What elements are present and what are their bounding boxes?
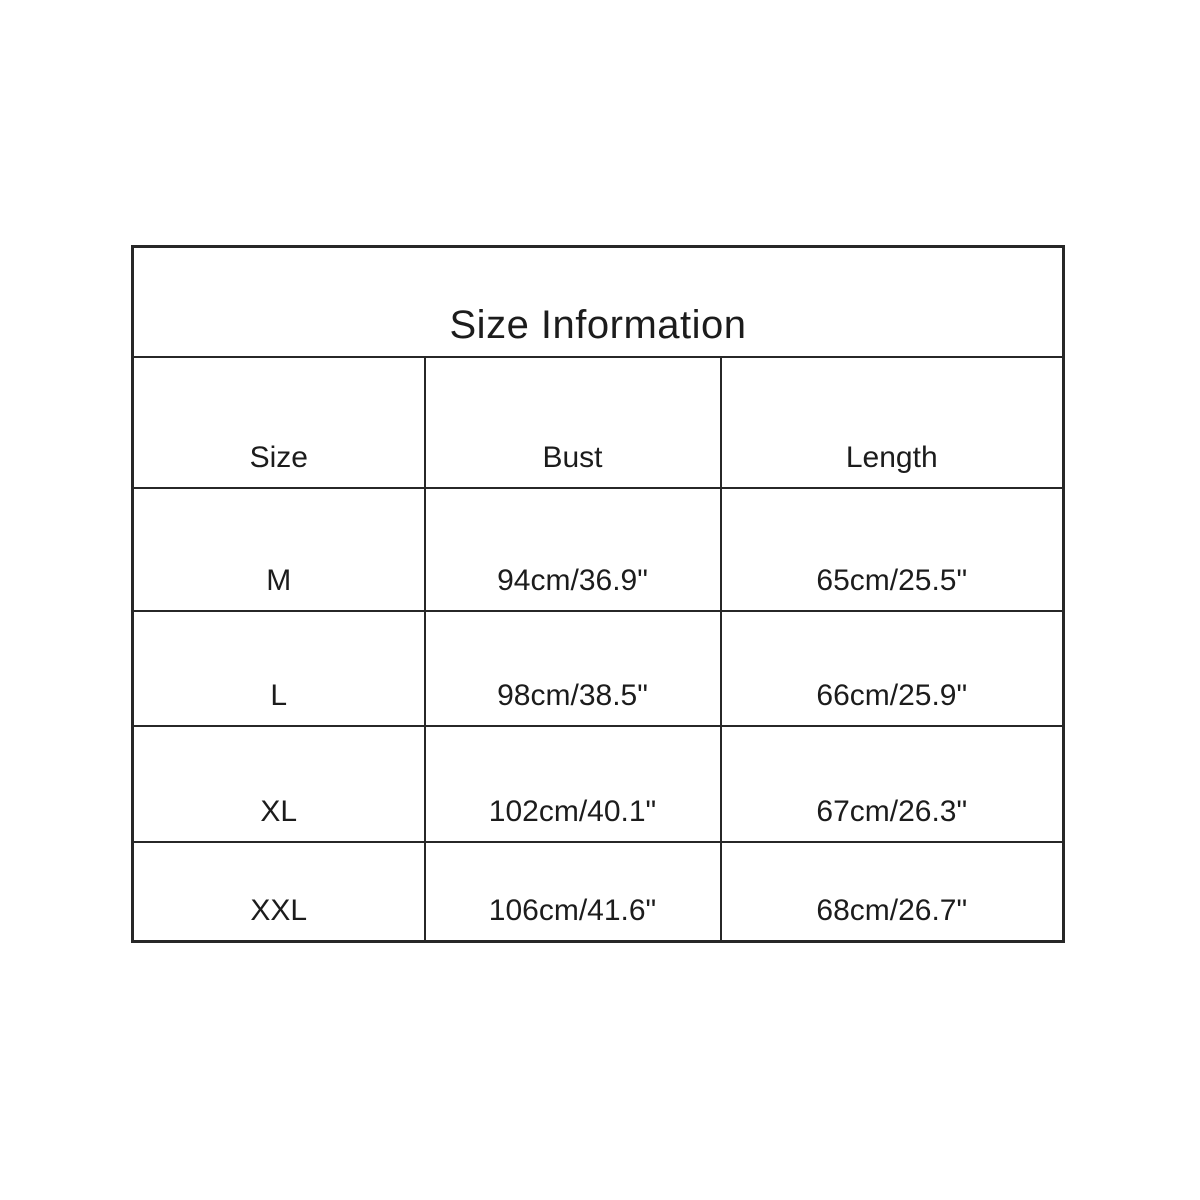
length-cell: 68cm/26.7" <box>719 841 1065 943</box>
length-cell: 67cm/26.3" <box>719 725 1065 844</box>
bust-cell: 106cm/41.6" <box>423 841 722 943</box>
header-row: Size Bust Length <box>131 356 1065 489</box>
column-header-size: Size <box>131 356 426 489</box>
table-row-xxl: XXL 106cm/41.6" 68cm/26.7" <box>131 841 1065 943</box>
size-cell: L <box>131 609 426 728</box>
bust-cell: 94cm/36.9" <box>423 486 722 612</box>
title-row: Size Information <box>131 245 1065 359</box>
size-cell: XL <box>131 725 426 844</box>
column-header-length: Length <box>719 356 1065 489</box>
size-cell: M <box>131 486 426 612</box>
size-information-table: Size Information Size Bust Length M 94cm… <box>131 245 1066 943</box>
bust-cell: 98cm/38.5" <box>423 609 722 728</box>
bust-cell: 102cm/40.1" <box>423 725 722 844</box>
length-cell: 65cm/25.5" <box>719 486 1065 612</box>
length-cell: 66cm/25.9" <box>719 609 1065 728</box>
column-header-bust: Bust <box>423 356 722 489</box>
table-row-xl: XL 102cm/40.1" 67cm/26.3" <box>131 725 1065 844</box>
table-title: Size Information <box>131 245 1065 359</box>
size-cell: XXL <box>131 841 426 943</box>
table-row-m: M 94cm/36.9" 65cm/25.5" <box>131 486 1065 612</box>
table-row-l: L 98cm/38.5" 66cm/25.9" <box>131 609 1065 728</box>
